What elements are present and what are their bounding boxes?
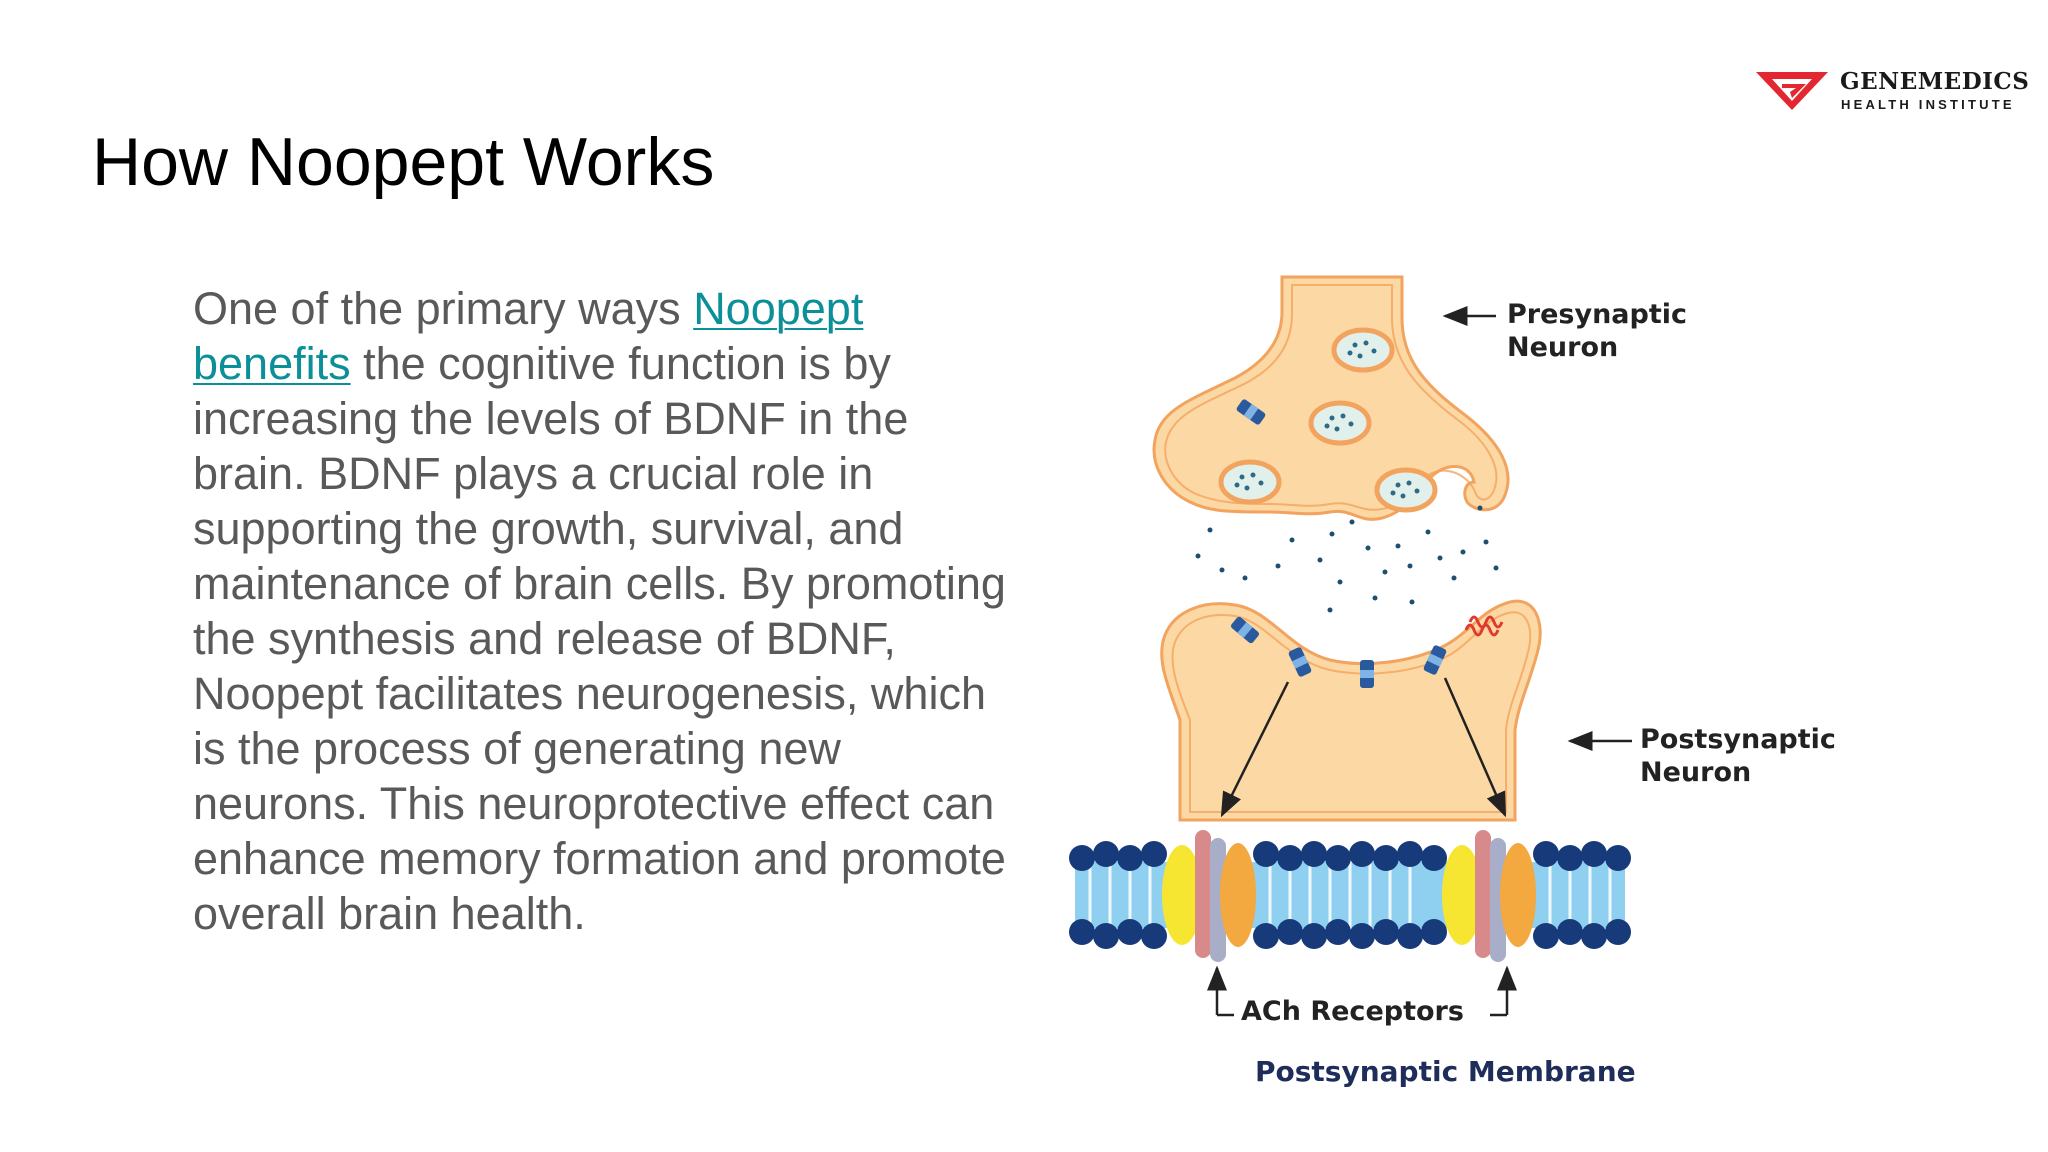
body-paragraph: One of the primary ways Noopept benefits…	[193, 281, 1013, 941]
logo-subtitle: HEALTH INSTITUTE	[1841, 97, 2015, 112]
label-arrows	[1220, 306, 1632, 818]
presynaptic-label-line2: Neuron	[1507, 332, 1619, 363]
synapse-illustration	[1069, 275, 1632, 1017]
genemedics-logo-icon	[1756, 72, 1828, 110]
postsynaptic-membrane-label: Postsynaptic Membrane	[1255, 1055, 1636, 1088]
synaptic-vesicles	[1218, 327, 1438, 513]
slide-title: How Noopept Works	[92, 124, 715, 200]
vesicle	[1218, 459, 1282, 505]
vesicle	[1374, 467, 1438, 513]
receptor-bracket	[1207, 965, 1517, 1017]
vesicle	[1331, 327, 1395, 373]
presynaptic-label-line1: Presynaptic	[1507, 299, 1688, 330]
ach-receptor-left	[1162, 830, 1256, 962]
postsynaptic-label-line2: Neuron	[1640, 757, 1752, 788]
lipid-bilayer	[1069, 841, 1631, 949]
ach-receptors-label: ACh Receptors	[1241, 996, 1464, 1027]
noopept-benefits-link[interactable]: Noopept benefits	[193, 283, 864, 389]
postsynaptic-receptors	[1231, 615, 1504, 688]
postsynaptic-label-line1: Postsynaptic	[1640, 724, 1836, 755]
presynaptic-neuron-label: Presynaptic Neuron	[1507, 298, 1687, 364]
postsynaptic-neuron	[1160, 599, 1542, 822]
presynaptic-neuron	[1152, 275, 1510, 521]
body-text-main: the cognitive function is by increasing …	[193, 338, 1006, 939]
synapse-diagram: Presynaptic Neuron Postsynaptic Neuron A…	[1030, 250, 1950, 1110]
genemedics-logo: GENEMEDICS HEALTH INSTITUTE	[1756, 66, 2029, 116]
vesicle	[1308, 400, 1372, 446]
neurotransmitters	[1195, 505, 1499, 613]
postsynaptic-neuron-label: Postsynaptic Neuron	[1640, 723, 1836, 789]
ach-receptor-right	[1442, 830, 1536, 962]
logo-name: GENEMEDICS	[1840, 68, 2030, 95]
presynaptic-channel	[1236, 399, 1266, 425]
body-text-intro: One of the primary ways	[193, 283, 694, 334]
